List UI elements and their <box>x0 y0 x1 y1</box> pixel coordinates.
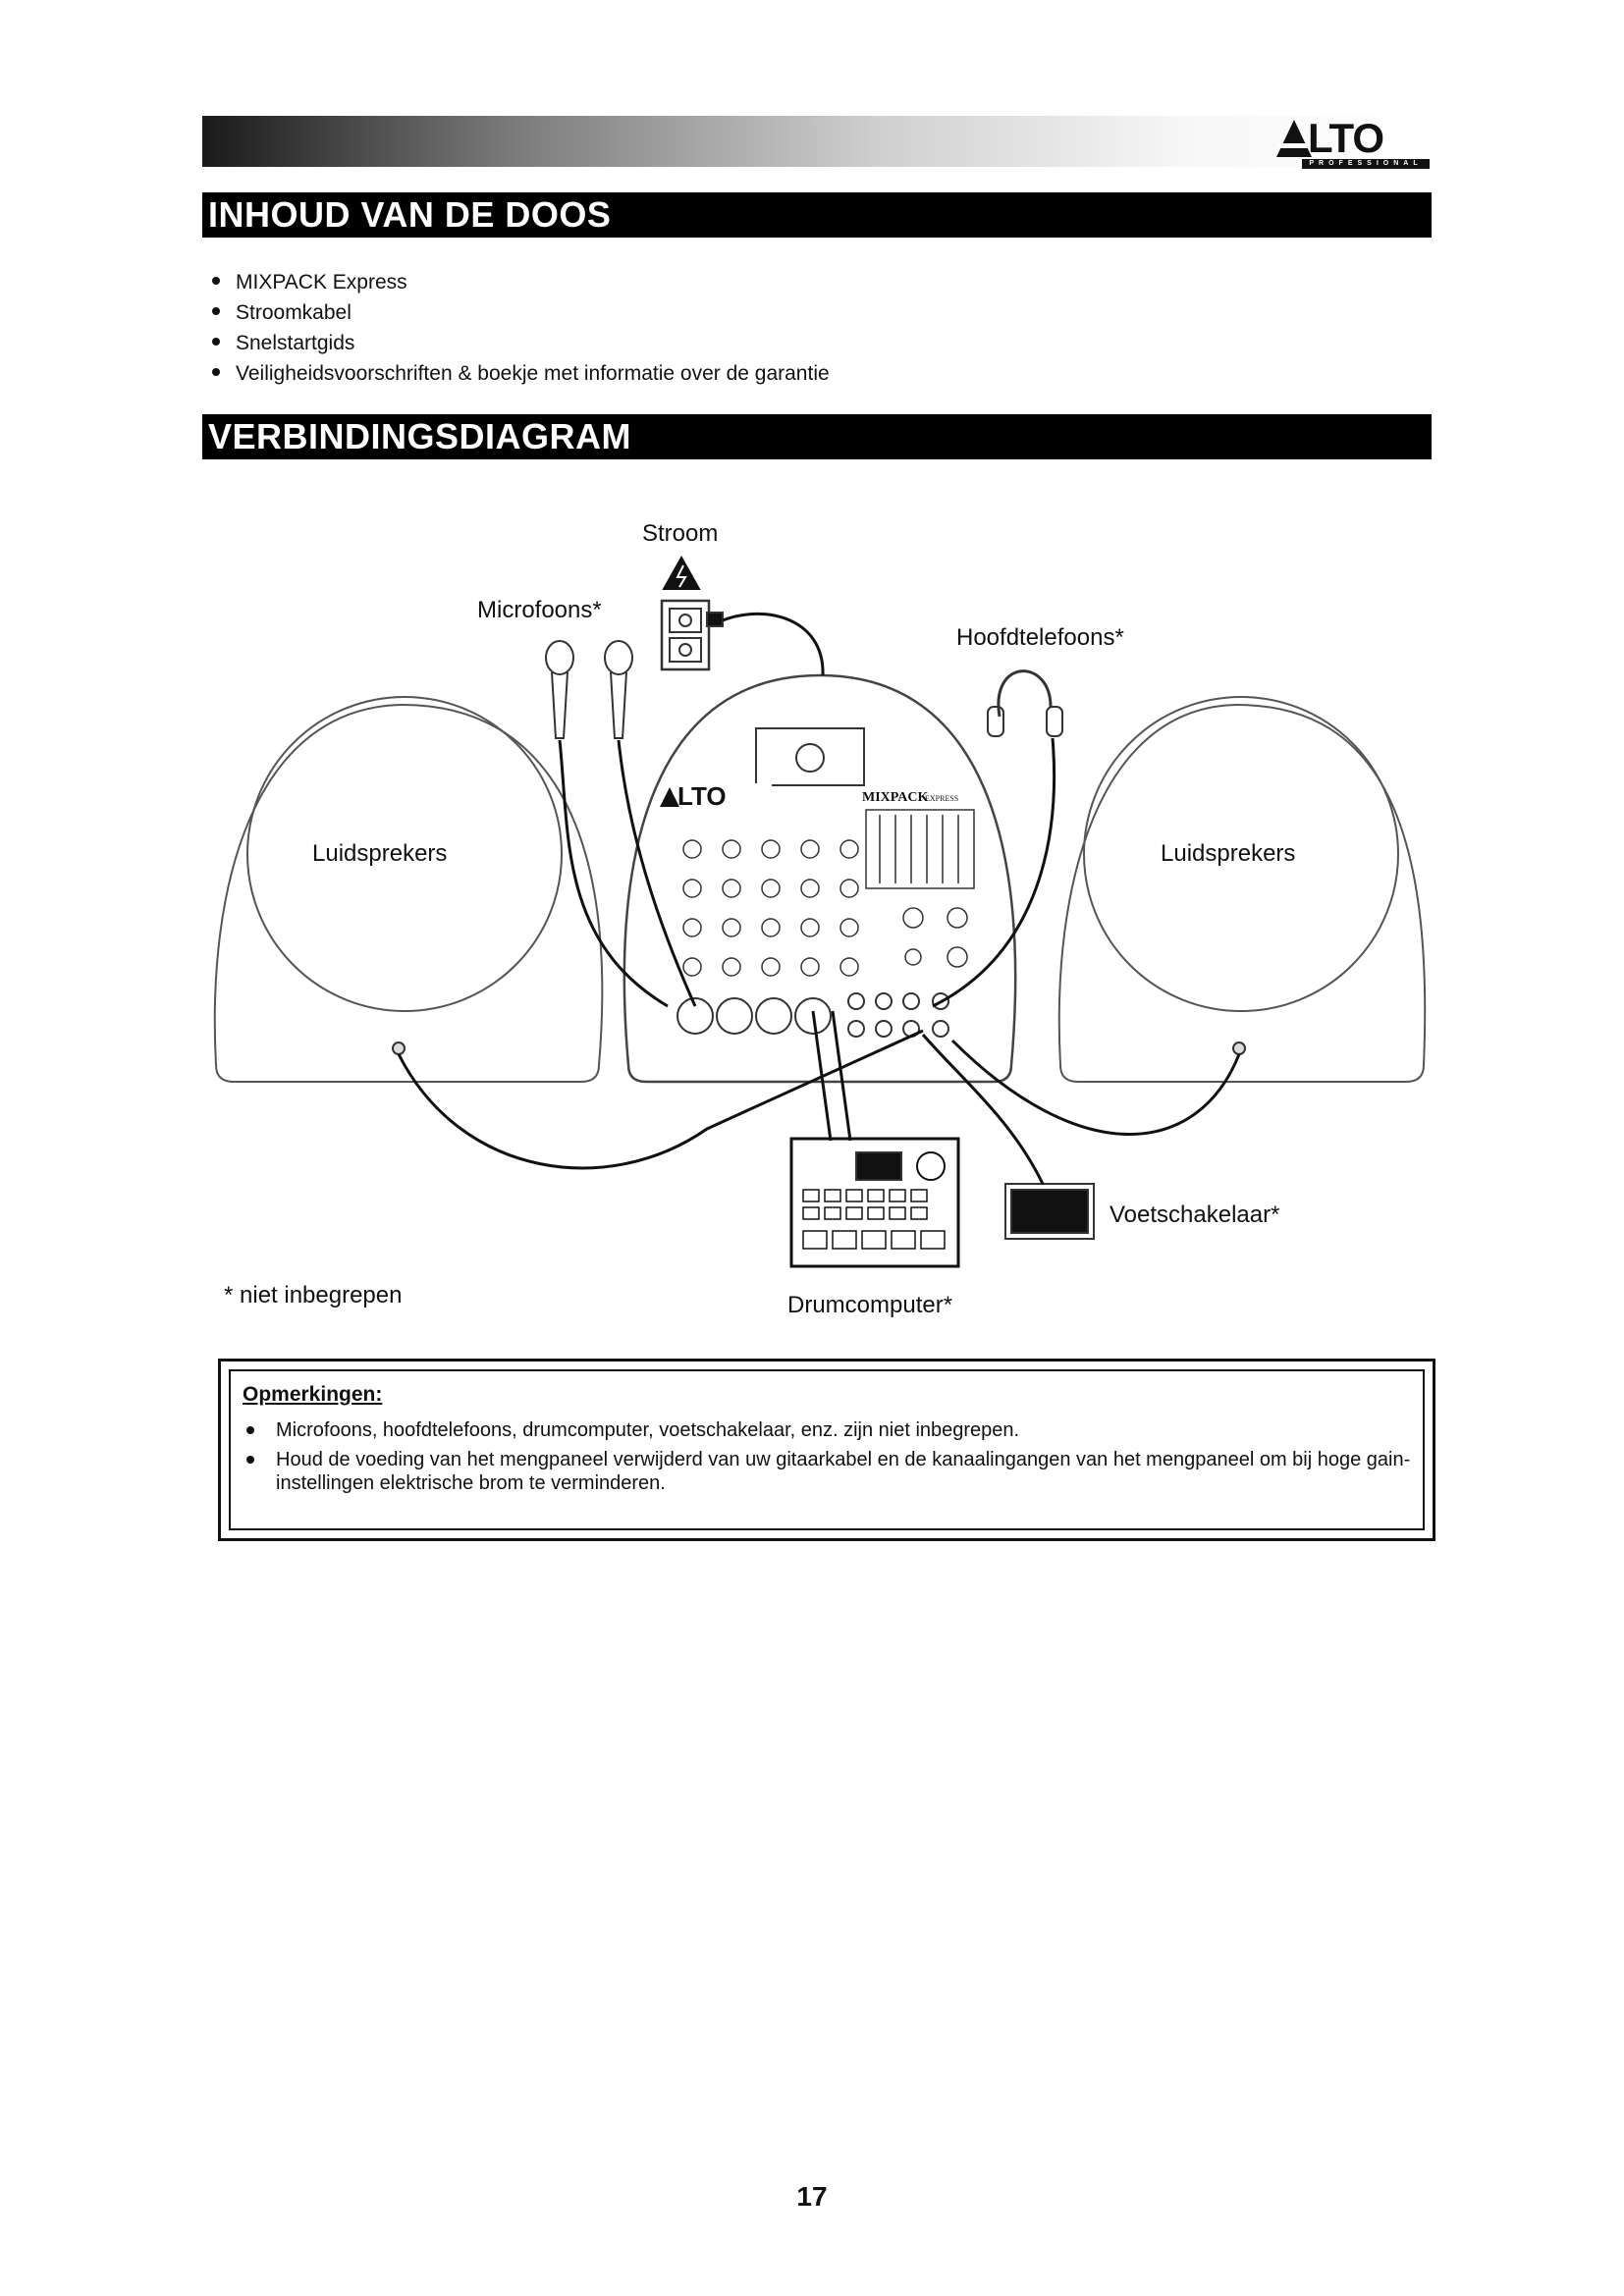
speaker-right-icon <box>1059 697 1425 1082</box>
label-speaker-right: Luidsprekers <box>1161 840 1295 868</box>
diagram-section-title: VERBINDINGSDIAGRAM <box>202 414 1432 459</box>
mixer-icon: LTO MIXPACK EXPRESS <box>624 675 1015 1082</box>
alto-logo: LTO PROFESSIONAL <box>1294 118 1434 169</box>
label-power: Stroom <box>642 520 718 548</box>
page-number: 17 <box>0 2181 1624 2213</box>
list-item: Stroomkabel <box>206 297 1286 328</box>
header-gradient-bar <box>202 116 1430 167</box>
mixer-model-suffix: EXPRESS <box>925 794 958 803</box>
notes-title: Opmerkingen: <box>243 1383 382 1407</box>
list-item: Houd de voeding van het mengpaneel verwi… <box>243 1448 1413 1495</box>
contents-section-title: INHOUD VAN DE DOOS <box>202 192 1432 238</box>
power-outlet-icon <box>662 558 723 669</box>
connection-diagram: LTO MIXPACK EXPRESS <box>196 510 1434 1350</box>
notes-inner-frame: Opmerkingen: Microfoons, hoofdtelefoons,… <box>229 1369 1425 1530</box>
contents-list: MIXPACK Express Stroomkabel Snelstartgid… <box>206 267 1286 389</box>
label-headphones: Hoofdtelefoons* <box>956 624 1124 652</box>
drum-computer-icon <box>791 1139 958 1266</box>
list-item: MIXPACK Express <box>206 267 1286 297</box>
list-item: Snelstartgids <box>206 328 1286 358</box>
notes-box: Opmerkingen: Microfoons, hoofdtelefoons,… <box>218 1359 1435 1541</box>
label-drum-computer: Drumcomputer* <box>787 1292 952 1319</box>
footswitch-icon <box>1005 1184 1094 1239</box>
alto-logo-text: LTO <box>1308 118 1383 159</box>
label-footswitch: Voetschakelaar* <box>1110 1201 1279 1229</box>
label-not-included: * niet inbegrepen <box>224 1282 402 1309</box>
mixer-model: MIXPACK <box>862 790 929 805</box>
list-item: Veiligheidsvoorschriften & boekje met in… <box>206 358 1286 389</box>
label-speaker-left: Luidsprekers <box>312 840 447 868</box>
list-item: Microfoons, hoofdtelefoons, drumcomputer… <box>243 1418 1413 1442</box>
mixer-brand: LTO <box>677 781 727 811</box>
label-microphones: Microfoons* <box>477 597 602 624</box>
microphone-icon <box>546 641 632 738</box>
headphones-icon <box>988 671 1062 736</box>
notes-list: Microfoons, hoofdtelefoons, drumcomputer… <box>243 1418 1413 1501</box>
speaker-left-icon <box>215 697 603 1082</box>
alto-logo-subtext: PROFESSIONAL <box>1302 159 1430 169</box>
